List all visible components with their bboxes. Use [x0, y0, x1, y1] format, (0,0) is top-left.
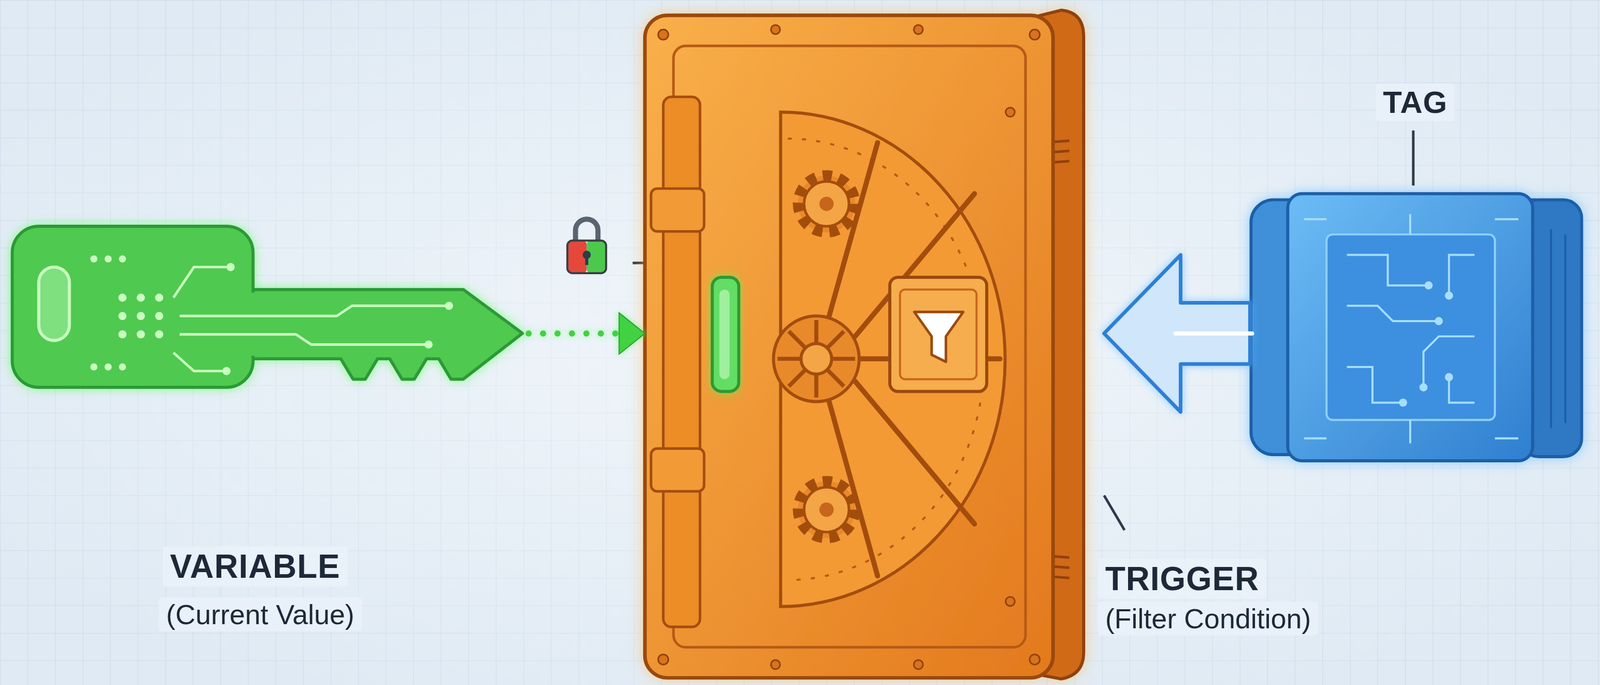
padlock-icon — [567, 219, 607, 274]
tag-chip-illustration — [1250, 193, 1582, 462]
variable-slot — [712, 277, 739, 393]
trigger-note: (Filter Condition) — [1098, 601, 1319, 636]
dotted-arrow-body — [528, 313, 645, 355]
variable-heading: VARIABLE — [162, 546, 348, 587]
block-arrow-body — [1104, 255, 1253, 413]
block-arrow — [1104, 255, 1253, 413]
dotted-line — [528, 330, 616, 337]
trigger-heading: TRIGGER — [1098, 559, 1267, 600]
variable-note: (Current Value) — [158, 597, 362, 632]
dotted-arrow — [528, 313, 645, 355]
tag-heading: TAG — [1375, 83, 1455, 122]
tag-leader — [1411, 130, 1415, 186]
vault-illustration — [644, 10, 1084, 680]
block-arrow-highlight — [1175, 331, 1253, 336]
key-illustration — [12, 226, 523, 388]
arrow-head — [618, 313, 645, 355]
trigger-vault: TRIGGER(Filter Condition) — [644, 10, 1084, 682]
tag-chip: TAG — [1249, 193, 1582, 465]
trigger-leader — [1104, 495, 1125, 531]
variable-key: VARIABLE(Current Value) — [10, 224, 523, 390]
